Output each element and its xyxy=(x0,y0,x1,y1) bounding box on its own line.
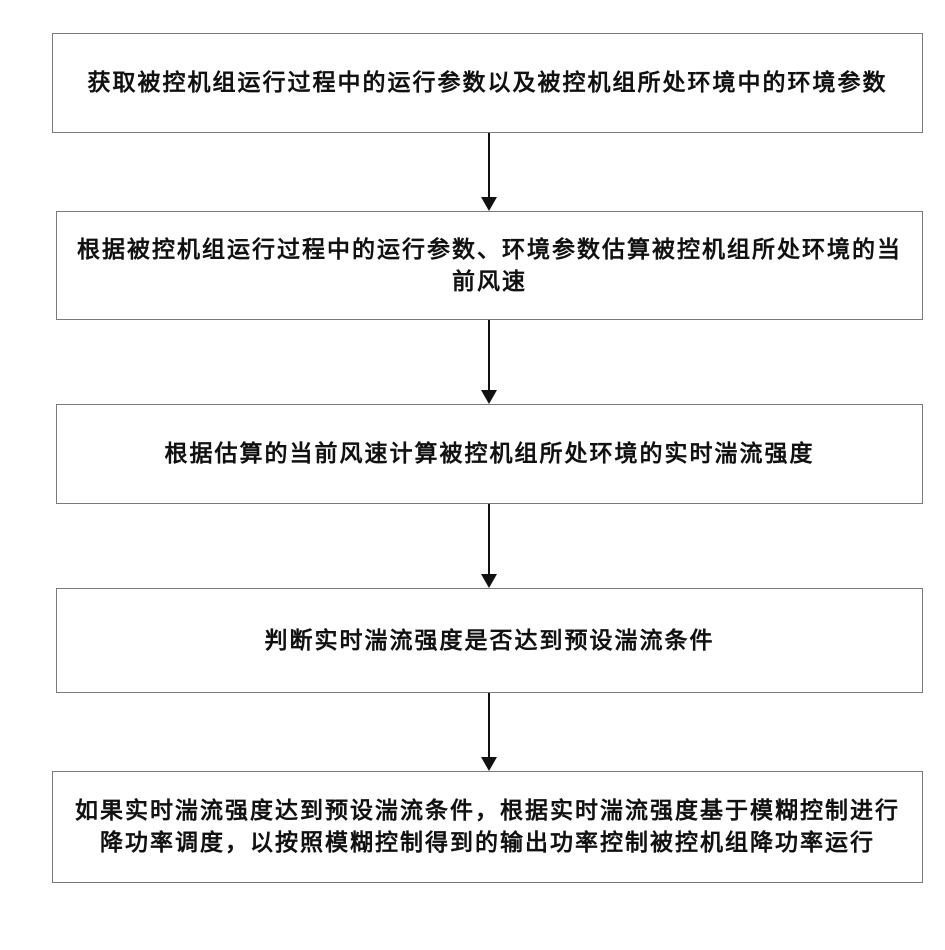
arrow-3-head xyxy=(481,574,497,588)
arrow-2-shaft xyxy=(488,320,490,392)
step-4-box: 判断实时湍流强度是否达到预设湍流条件 xyxy=(56,588,923,693)
arrow-3-shaft xyxy=(488,504,490,576)
step-5-text: 如果实时湍流强度达到预设湍流条件，根据实时湍流强度基于模糊控制进行降功率调度，以… xyxy=(67,795,908,859)
arrow-2-head xyxy=(481,390,497,404)
arrow-step-2-to-3 xyxy=(479,320,499,404)
step-3-box: 根据估算的当前风速计算被控机组所处环境的实时湍流强度 xyxy=(56,404,923,504)
arrow-4-head xyxy=(481,757,497,771)
step-3-text: 根据估算的当前风速计算被控机组所处环境的实时湍流强度 xyxy=(165,438,815,470)
step-2-box: 根据被控机组运行过程中的运行参数、环境参数估算被控机组所处环境的当前风速 xyxy=(56,211,923,320)
arrow-4-shaft xyxy=(488,693,490,759)
arrow-step-3-to-4 xyxy=(479,504,499,588)
step-4-text: 判断实时湍流强度是否达到预设湍流条件 xyxy=(265,625,715,657)
arrow-1-shaft xyxy=(488,133,490,199)
arrow-1-head xyxy=(481,197,497,211)
step-2-text: 根据被控机组运行过程中的运行参数、环境参数估算被控机组所处环境的当前风速 xyxy=(71,234,908,298)
step-1-text: 获取被控机组运行过程中的运行参数以及被控机组所处环境中的环境参数 xyxy=(88,67,888,99)
step-1-box: 获取被控机组运行过程中的运行参数以及被控机组所处环境中的环境参数 xyxy=(52,33,923,133)
step-5-box: 如果实时湍流强度达到预设湍流条件，根据实时湍流强度基于模糊控制进行降功率调度，以… xyxy=(52,771,923,883)
arrow-step-4-to-5 xyxy=(479,693,499,771)
arrow-step-1-to-2 xyxy=(479,133,499,211)
